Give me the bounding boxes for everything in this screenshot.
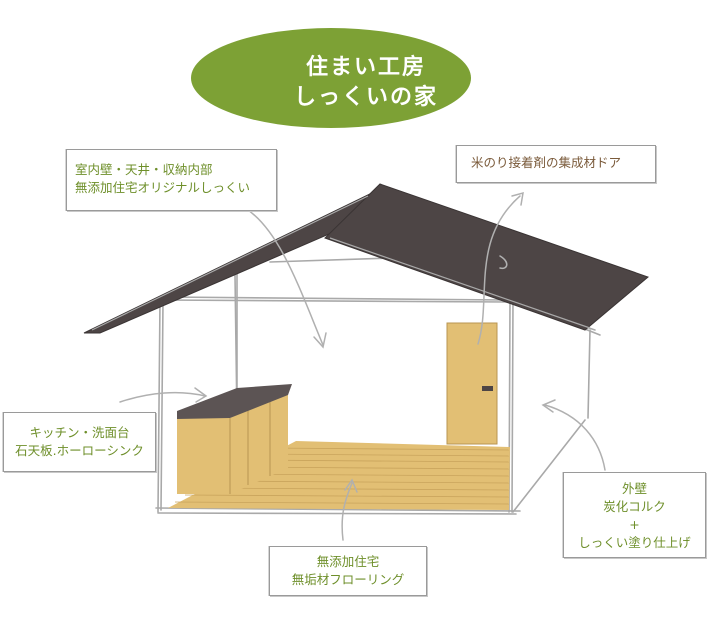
label-exterior-wall: 外壁 炭化コルク + しっくい塗り仕上げ [563, 472, 706, 558]
title-line-2: しっくいの家 [294, 84, 438, 110]
wood-floor [168, 441, 510, 510]
roof [83, 183, 649, 334]
label-exterior-line-2: 炭化コルク [603, 499, 666, 514]
label-interior-line-2: 無添加住宅オリジナルしっくい [75, 180, 251, 195]
label-floor-line-1: 無添加住宅 [316, 554, 380, 569]
label-flooring: 無添加住宅 無垢材フローリング [269, 546, 427, 596]
label-kitchen-line-2: 石天板.ホーローシンク [15, 443, 144, 458]
label-kitchen-line-1: キッチン・洗面台 [29, 425, 130, 440]
label-interior-line-1: 室内壁・天井・収納内部 [75, 162, 213, 177]
label-door-line-1: 米のり接着剤の集成材ドア [471, 155, 622, 170]
label-exterior-line-1: 外壁 [621, 481, 647, 496]
title-badge: 住まい工房 しっくいの家 [191, 28, 471, 128]
label-exterior-line-3: + [629, 517, 640, 532]
label-door: 米のり接着剤の集成材ドア [456, 145, 656, 183]
label-exterior-line-4: しっくい塗り仕上げ [578, 535, 691, 550]
label-floor-line-2: 無垢材フローリング [291, 572, 405, 587]
annotation-arrows [119, 191, 606, 541]
kitchen-counter [177, 384, 292, 494]
door [446, 322, 498, 445]
title-line-1: 住まい工房 [306, 54, 426, 80]
label-kitchen: キッチン・洗面台 石天板.ホーローシンク [3, 412, 156, 472]
label-interior-walls: 室内壁・天井・収納内部 無添加住宅オリジナルしっくい [66, 149, 277, 211]
